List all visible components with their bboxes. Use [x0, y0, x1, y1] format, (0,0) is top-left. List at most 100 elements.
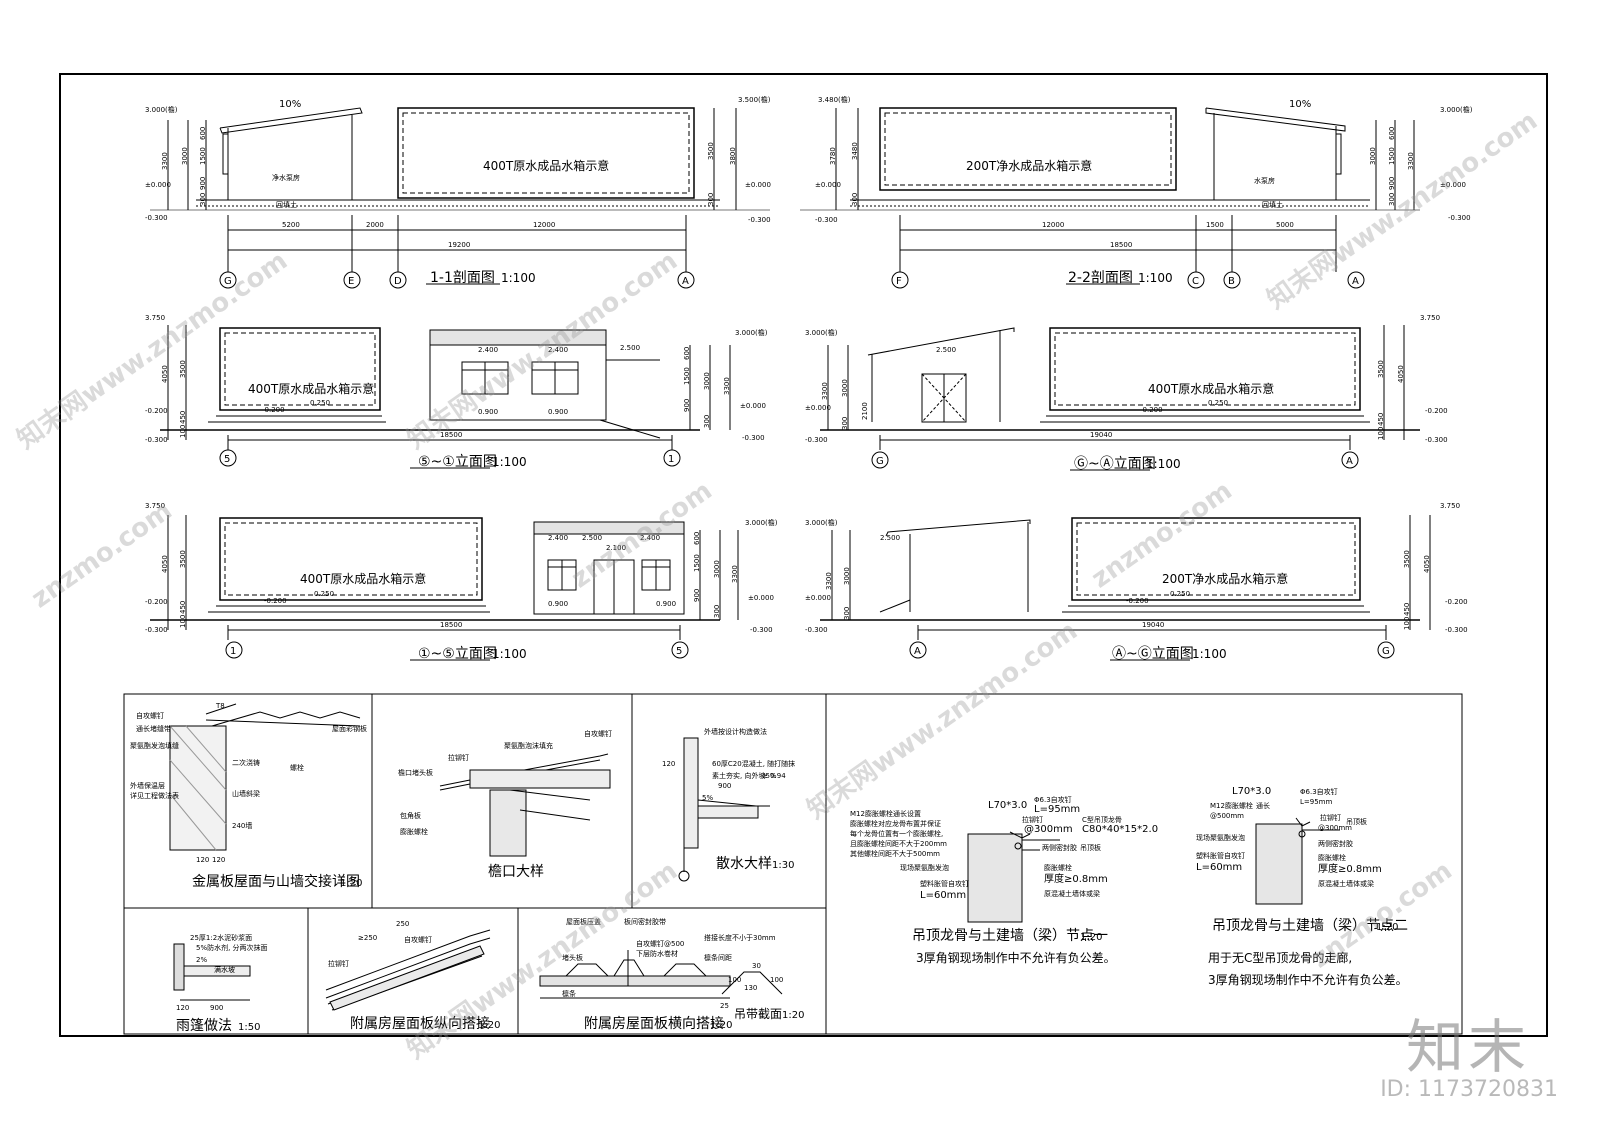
- detail-3-text: 外墙按设计构造做法 60厚C20混凝土, 随打随抹 素土夯实, 向外坡5% ≥ …: [662, 727, 795, 872]
- e15-vdim: 100: [179, 615, 187, 628]
- s11-room-label: 净水泵房: [272, 173, 300, 182]
- e15-lvl: -0.200: [264, 597, 287, 605]
- e15-lvl: 3.000(檐): [745, 518, 778, 527]
- d5-note2: 3厚角钢现场制作中不允许有负公差。: [1208, 972, 1408, 987]
- s22-vdim: 3780: [829, 147, 837, 165]
- e51-axis: 5: [224, 454, 230, 465]
- d5-label: 膨胀螺栓: [1318, 853, 1346, 862]
- s11-vdim: 3300: [161, 152, 169, 170]
- s11-base-r: -0.300: [748, 216, 771, 224]
- d4-label: 每个龙骨位置有一个膨胀螺栓,: [850, 829, 943, 838]
- s22-vdim: 300: [1388, 193, 1396, 206]
- e51-vdim: 4050: [161, 365, 169, 383]
- s11-vdim: 900: [199, 177, 207, 190]
- s11-vdim: 300: [707, 193, 715, 206]
- detail-1-drawing: [169, 703, 361, 851]
- detail-1-text: T8 自攻螺钉 通长堵缝带 屋面彩钢板 聚氨酯发泡填缝 二次浇铸 螺栓 外墙保温…: [130, 702, 367, 890]
- s22-vdim: 3000: [1369, 147, 1377, 165]
- d5-label: @500mm: [1210, 812, 1244, 820]
- e15-axis: 5: [676, 646, 682, 657]
- d1-note: 屋面彩钢板: [332, 724, 367, 733]
- e51-total: 18500: [440, 431, 462, 439]
- d4-label: 其他螺栓间距不大于500mm: [850, 849, 940, 858]
- e15-lvl: 2.400: [640, 534, 660, 542]
- eAG-title: Ⓐ~Ⓖ立面图: [1112, 646, 1194, 662]
- eGA-lvl: 3.750: [1420, 314, 1440, 322]
- s11-title: 1-1剖面图: [430, 270, 495, 286]
- d3-dim: 900: [718, 782, 731, 790]
- s11-vdim: 300: [199, 193, 207, 206]
- d4-label: 拉铆钉: [1022, 815, 1043, 824]
- eAG-total: 19040: [1142, 621, 1164, 629]
- d6-title: 雨篷做法: [176, 1018, 232, 1034]
- s22-title: 2-2剖面图: [1068, 270, 1133, 286]
- d1-note: 外墙保温层: [130, 781, 165, 790]
- eGA-vdim: 3000: [841, 379, 849, 397]
- e15-lvl: 2.500: [582, 534, 602, 542]
- section-2-2: [800, 107, 1420, 289]
- eGA-lvl: -0.200: [1425, 407, 1448, 415]
- e15-lvl: 2.100: [606, 544, 626, 552]
- e51-tank-label: 400T原水成品水箱示意: [248, 381, 374, 396]
- s22-level-lt: 3.480(檐): [818, 95, 851, 104]
- eGA-lvl: -0.200: [1140, 406, 1163, 414]
- d4-label: L=60mm: [920, 890, 966, 901]
- e51-axis: 1: [668, 454, 674, 465]
- e15-vdim: 900: [693, 589, 701, 602]
- d5-label: Φ6.3自攻钉: [1300, 787, 1338, 796]
- detail-2-text: 自攻螺钉 聚氨酯泡沫填充 拉铆钉 檐口堵头板 包角板 膨胀螺栓 檐口大样: [398, 729, 612, 880]
- eAG-axis: G: [1382, 646, 1390, 657]
- e51-vdim: 900: [683, 399, 691, 412]
- eGA-vdim: 3300: [821, 382, 829, 400]
- elevation-A-G-text: 200T净水成品水箱示意 3.000(檐) 3.750 ±0.000 -0.30…: [805, 502, 1468, 662]
- s11-zero-l: ±0.000: [145, 181, 171, 189]
- d8-note: 檩条: [562, 989, 576, 998]
- detail-6-text: 25厚1:2水泥砂浆面 5%防水剂, 分两次抹面 2% 满水坡 120 900 …: [176, 933, 268, 1034]
- s22-tank-label: 200T净水成品水箱示意: [966, 158, 1092, 173]
- eAG-lvl: -0.200: [1126, 597, 1149, 605]
- d5-note1: 用于无C型吊顶龙骨的走廊,: [1208, 950, 1352, 965]
- e15-lvl: 0.900: [548, 600, 568, 608]
- section-1-1: [150, 107, 770, 289]
- e51-vdim: 3300: [723, 377, 731, 395]
- d8-note: 下层防水卷材: [636, 949, 678, 958]
- d1-note: 山墙斜梁: [232, 789, 260, 798]
- d2-note: 檐口堵头板: [398, 768, 433, 777]
- d6-note: 5%防水剂, 分两次抹面: [196, 943, 268, 952]
- d7-note: 自攻螺钉: [404, 935, 432, 944]
- d4-note: 3厚角钢现场制作中不允许有负公差。: [916, 950, 1116, 965]
- d3-dim: 5%: [702, 794, 713, 802]
- eAG-vdim: 100: [1403, 617, 1411, 630]
- d5-label: 两侧密封胶: [1318, 839, 1353, 848]
- d3-note: 素土夯实, 向外坡5%: [712, 771, 777, 780]
- d4-label: L=95mm: [1034, 804, 1080, 815]
- s11-tank-label: 400T原水成品水箱示意: [483, 158, 609, 173]
- d4-label: @300mm: [1024, 824, 1073, 835]
- section-2-2-text: 10% 200T净水成品水箱示意 水泵房 回填土 3.480(檐) 3.000(…: [815, 95, 1473, 287]
- e15-total: 18500: [440, 621, 462, 629]
- s11-axis: G: [224, 276, 232, 287]
- e51-lvl: 0.250: [310, 399, 330, 407]
- detail-2-drawing: [439, 753, 611, 857]
- e15-lvl: -0.300: [145, 626, 168, 634]
- d5-label: L70*3.0: [1232, 786, 1271, 797]
- s22-axis: B: [1228, 276, 1235, 287]
- detail-7-drawing: [325, 929, 491, 1011]
- detail-7-text: ≥250 250 自攻螺钉 拉铆钉 附属房屋面板纵向搭接 1:20: [328, 920, 500, 1032]
- eGA-lvl: 0.250: [1208, 399, 1228, 407]
- e15-vdim: 1500: [693, 554, 701, 572]
- e15-scale: 1:100: [492, 647, 527, 661]
- d2-title: 檐口大样: [488, 864, 544, 880]
- e51-lvl: -0.300: [742, 434, 765, 442]
- d6-note: 2%: [196, 956, 207, 964]
- d7-dim: ≥250: [358, 934, 377, 942]
- eAG-lvl: -0.300: [805, 626, 828, 634]
- d4-label: 两侧密封胶: [1042, 843, 1077, 852]
- e51-vdim: 100: [179, 425, 187, 438]
- detail-3-drawing: [678, 737, 770, 882]
- eAG-lvl: ±0.000: [805, 594, 831, 602]
- e15-vdim: 4050: [161, 555, 169, 573]
- d4-scale: 1:20: [1080, 932, 1102, 943]
- e15-vdim: 3300: [731, 565, 739, 583]
- s11-vdim: 3800: [729, 147, 737, 165]
